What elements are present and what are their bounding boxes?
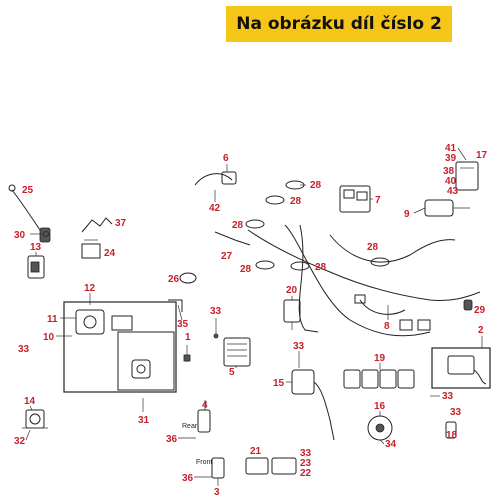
callout-28: 28 (315, 262, 327, 273)
part-19-fuse-block (343, 369, 415, 389)
part-5-regulator (223, 337, 251, 367)
callout-34: 34 (385, 439, 397, 450)
callout-11: 11 (47, 314, 58, 325)
part-21-22-connectors (245, 457, 297, 475)
part-26-clamp (179, 272, 197, 284)
callout-21: 21 (250, 446, 262, 457)
label-rear: Rear (182, 423, 198, 430)
part-16-horn (367, 415, 393, 441)
callout-24: 24 (104, 248, 116, 259)
callout-28: 28 (232, 220, 244, 231)
part-13-relay (27, 255, 45, 279)
callout-15: 15 (273, 378, 285, 389)
part-2-cdi-inset (431, 347, 491, 389)
callout-7: 7 (375, 195, 381, 206)
callout-18: 18 (446, 430, 458, 441)
callout-1: 1 (185, 332, 191, 343)
callout-5: 5 (229, 367, 235, 378)
callout-33: 33 (210, 306, 222, 317)
part-37-wire (81, 217, 113, 233)
part-35-bracket (168, 299, 183, 312)
callout-2: 2 (478, 325, 484, 336)
callout-28: 28 (240, 264, 252, 275)
callout-29: 29 (474, 305, 486, 316)
callout-23: 23 (300, 458, 312, 469)
part-27-wire (214, 231, 251, 246)
callout-25: 25 (22, 185, 34, 196)
callout-41: 41 (445, 143, 457, 154)
callout-33: 33 (450, 407, 462, 418)
part-11-ignition-group (63, 301, 177, 393)
part-9-coil (424, 199, 470, 217)
part-17-module (455, 161, 479, 191)
part-20-relay (283, 299, 301, 330)
callout-30: 30 (14, 230, 26, 241)
callout-10: 10 (43, 332, 55, 343)
callout-40: 40 (445, 176, 457, 187)
part-15-relay (291, 369, 335, 441)
callout-36: 36 (166, 434, 178, 445)
callout-36: 36 (182, 473, 194, 484)
callout-33: 33 (293, 341, 305, 352)
callout-6: 6 (223, 153, 229, 164)
callout-20: 20 (286, 285, 298, 296)
callout-28: 28 (290, 196, 302, 207)
callout-14: 14 (24, 396, 36, 407)
callout-8: 8 (384, 321, 390, 332)
callout-28: 28 (310, 180, 322, 191)
callout-33: 33 (18, 344, 30, 355)
callout-39: 39 (445, 153, 457, 164)
part-14-switch (22, 409, 48, 429)
banner: Na obrázku díl číslo 2 (226, 6, 452, 42)
part-33-screw (213, 318, 219, 339)
callout-33: 33 (442, 391, 454, 402)
callout-19: 19 (374, 353, 386, 364)
callout-12: 12 (84, 283, 96, 294)
part-30-screw (30, 231, 49, 237)
part-1-sensor (183, 345, 191, 362)
part-4-switch (197, 409, 211, 433)
callout-38: 38 (443, 166, 455, 177)
callout-43: 43 (447, 186, 459, 197)
callout-13: 13 (30, 242, 42, 253)
callout-16: 16 (374, 401, 386, 412)
callout-32: 32 (14, 436, 26, 447)
part-29-plug (463, 299, 473, 311)
part-18-switch (445, 421, 457, 439)
callout-35: 35 (177, 319, 189, 330)
callout-3: 3 (214, 487, 220, 498)
part-24-connector (81, 239, 101, 259)
part-6-sensor (194, 171, 237, 200)
callout-9: 9 (404, 209, 410, 220)
callout-42: 42 (209, 203, 221, 214)
leader-lines (25, 147, 483, 486)
callout-17: 17 (476, 150, 488, 161)
part-28-clamps (245, 180, 390, 271)
callout-37: 37 (115, 218, 127, 229)
callout-22: 22 (300, 468, 312, 479)
label-front: Front (196, 459, 212, 466)
callout-26: 26 (168, 274, 180, 285)
callout-33: 33 (300, 448, 312, 459)
part-3-switch (211, 457, 225, 479)
callout-27: 27 (221, 251, 233, 262)
callout-31: 31 (138, 415, 150, 426)
callout-28: 28 (367, 242, 379, 253)
part-8-wiring-harness (247, 224, 481, 337)
part-7-ecu (339, 185, 371, 213)
